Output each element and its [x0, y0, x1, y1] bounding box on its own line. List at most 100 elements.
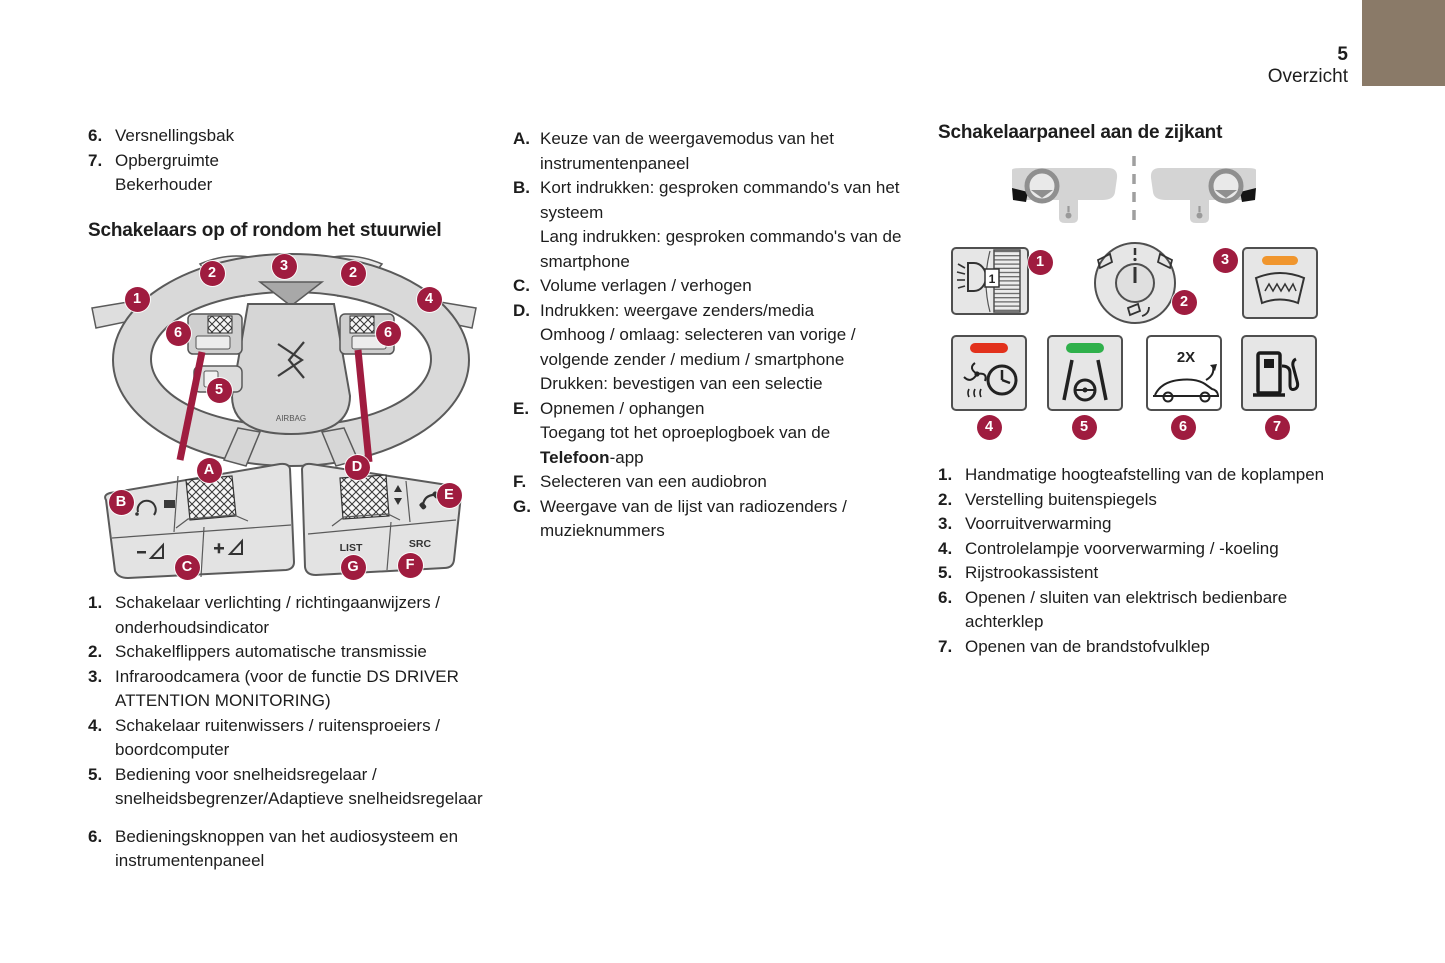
item-number: 1.: [938, 465, 953, 484]
item-letter: E.: [513, 398, 530, 418]
callout-4: 4: [976, 414, 1002, 440]
mirror-adjustment-knob: [1094, 242, 1176, 324]
callout-6-right: 6: [375, 320, 401, 346]
callout-1: 1: [1027, 249, 1053, 275]
voice-command-icon: [135, 499, 157, 516]
item-text: Toegang tot het oproeplogboek van de: [540, 423, 831, 442]
callout-6-left: 6: [165, 320, 191, 346]
item-letter: A.: [513, 129, 530, 148]
pointer-line: [176, 351, 206, 461]
screen-icon: [164, 500, 175, 508]
item-text: Volume verlagen / verhogen: [540, 276, 752, 295]
item-text: boordcomputer: [115, 740, 230, 759]
thumbwheel-position-label: 1: [989, 272, 996, 286]
left-wheel-button-pod: [187, 313, 243, 355]
list-item: 3. Infraroodcamera (voor de functie DS D…: [88, 665, 493, 714]
item-text: achterklep: [965, 612, 1044, 631]
item-number: 4.: [88, 715, 103, 735]
list-item: 4. Schakelaar ruitenwissers / ruitenspro…: [88, 714, 493, 763]
airbag-label: AIRBAG: [276, 414, 306, 423]
scroll-arrows-icon: [394, 485, 402, 505]
app-suffix: -app: [609, 447, 644, 467]
callout-6: 6: [1170, 414, 1196, 440]
item-text: Selecteren van een audiobron: [540, 472, 767, 491]
item-text: Controlelampje voorverwarming / -koeling: [965, 538, 1279, 558]
preheating-button: [951, 335, 1027, 411]
item-text: Verstelling buitenspiegels: [965, 489, 1157, 509]
infrared-camera-icon: [257, 281, 325, 307]
callout-2-left: 2: [199, 260, 225, 286]
list-item: 2. Verstelling buitenspiegels: [938, 488, 1348, 513]
list-item: 6. Openen / sluiten van elektrisch bedie…: [938, 586, 1348, 635]
item-text: Omhoog / omlaag: selecteren van vorige /: [540, 325, 856, 344]
list-item: 1. Handmatige hoogteafstelling van de ko…: [938, 463, 1348, 488]
timer-clock-icon: [986, 364, 1018, 396]
list-item: B. Kort indrukken: gesproken commando's …: [513, 176, 928, 274]
list-item: F. Selecteren van een audiobron: [513, 470, 928, 495]
list-item: E. Opnemen / ophangen Toegang tot het op…: [513, 397, 928, 471]
item-text: Keuze van de weergavemodus van het: [540, 129, 834, 148]
list-item: 7. Openen van de brandstofvulklep: [938, 635, 1348, 660]
item-number: 5.: [938, 563, 953, 582]
airbag-hub: [230, 303, 352, 436]
callout-b: B: [108, 489, 134, 515]
media-scroll-button-icon: [339, 474, 390, 520]
item-text: Bedieningsknoppen van het audiosysteem e…: [115, 826, 459, 846]
switch-panel-location: [1240, 188, 1256, 202]
item-text: instrumentenpaneel: [115, 851, 265, 870]
item-text: Handmatige hoogteafstelling van de kopla…: [965, 465, 1325, 484]
item-number: 7.: [88, 150, 103, 170]
windscreen-heating-button: [1242, 247, 1318, 319]
green-led-icon: [1066, 343, 1104, 353]
app-name: Telefoon: [540, 447, 610, 467]
item-letter: G.: [513, 496, 531, 516]
list-item: 5. Rijstrookassistent: [938, 561, 1348, 586]
callout-1: 1: [124, 286, 150, 312]
double-press-label: 2X: [1177, 349, 1195, 366]
item-letter: D.: [513, 300, 530, 320]
item-text: Kort indrukken: gesproken commando's van…: [540, 178, 900, 197]
callout-5: 5: [1071, 414, 1097, 440]
item-number: 2.: [88, 642, 103, 661]
mirror-fold-icon: [1126, 302, 1142, 317]
item-text: Schakelflippers automatische transmissie: [115, 642, 427, 661]
callout-3: 3: [271, 253, 297, 279]
switch-panel-location: [1012, 188, 1028, 202]
list-item: D. Indrukken: weergave zenders/media Omh…: [513, 299, 928, 397]
fan-icon: [963, 362, 987, 382]
lane-markings-icon: [1062, 359, 1108, 401]
item-text: volgende zender / medium / smartphone: [540, 349, 845, 369]
fuel-flap-button: [1241, 335, 1317, 411]
side-switch-panel-illustration: 1: [951, 156, 1318, 411]
list-item: 2. Schakelflippers automatische transmis…: [88, 640, 493, 665]
callout-a: A: [196, 457, 222, 483]
item-text: ATTENTION MONITORING): [115, 691, 331, 710]
item-text: muzieknummers: [540, 521, 665, 540]
item-text: onderhoudsindicator: [115, 617, 270, 637]
item-text: Voorruitverwarming: [965, 514, 1112, 533]
ds-logo-icon: [277, 341, 305, 379]
steering-wheel-icon: [1024, 168, 1060, 204]
right-remote-pod: LIST SRC: [300, 462, 463, 577]
section-title: Overzicht: [1267, 66, 1348, 87]
item-number: 5.: [88, 764, 103, 784]
item-letter: B.: [513, 178, 530, 197]
item-text: Opnemen / ophangen: [540, 398, 705, 418]
list-item: A. Keuze van de weergavemodus van het in…: [513, 127, 928, 176]
list-item: G. Weergave van de lijst van radiozender…: [513, 495, 928, 544]
item-letter: C.: [513, 276, 530, 295]
item-text: Lang indrukken: gesproken commando's van…: [540, 227, 902, 246]
lettered-functions-list: A. Keuze van de weergavemodus van het in…: [513, 127, 928, 544]
steering-wheel-small-icon: [1073, 378, 1097, 402]
item-number: 4.: [938, 538, 953, 558]
callout-2: 2: [1171, 289, 1197, 315]
side-switch-panel-diagram: 1: [938, 150, 1330, 450]
list-item: 3. Voorruitverwarming: [938, 512, 1348, 537]
callout-4: 4: [416, 286, 442, 312]
item-number: 7.: [938, 636, 953, 656]
item-text: Bekerhouder: [115, 175, 213, 194]
item-letter: F.: [513, 472, 527, 491]
item-text: snelheidsbegrenzer/Adaptieve snelheidsre…: [115, 789, 483, 808]
item-number: 6.: [88, 826, 103, 846]
